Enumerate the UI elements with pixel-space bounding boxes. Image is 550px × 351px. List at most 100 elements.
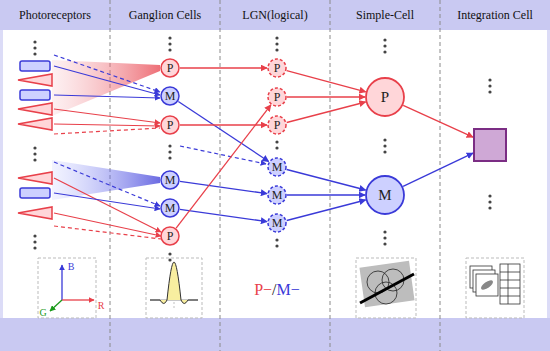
connector — [287, 200, 366, 221]
icon-frame — [356, 258, 416, 318]
receptor-wire — [54, 128, 160, 134]
column-header: Photoreceptors — [19, 9, 91, 21]
lgn-cell: P — [267, 58, 287, 78]
ellipsis-dots — [33, 40, 36, 43]
dog-profile — [150, 262, 198, 310]
column-header: Ganglion Cells — [129, 9, 201, 21]
rod-photoreceptor — [20, 90, 50, 100]
cell-label: M — [165, 202, 176, 214]
connector — [287, 71, 366, 92]
pathway-label: P− — [254, 282, 272, 298]
ellipsis-dots — [275, 140, 278, 143]
feature-stack-icon — [500, 272, 520, 273]
ellipsis-dots — [383, 138, 386, 141]
connector — [176, 105, 271, 228]
connector — [180, 124, 267, 125]
connector — [287, 194, 365, 195]
cell-label: P — [167, 230, 174, 242]
cone-photoreceptor — [18, 207, 52, 219]
column-header: LGN(logical) — [242, 9, 307, 21]
connector — [180, 67, 267, 68]
feature-stack-icon — [508, 264, 509, 304]
ganglion-cell-shape — [161, 171, 179, 189]
icon-frame — [38, 258, 96, 318]
column-header: Integration Cell — [457, 9, 533, 21]
receptive-fan — [52, 160, 160, 200]
cell-label: P — [167, 119, 174, 131]
connector — [178, 102, 268, 162]
rod-photoreceptor — [20, 188, 50, 198]
ellipsis-dots — [168, 258, 171, 261]
integration-cell — [473, 128, 507, 162]
connector — [287, 96, 365, 97]
feature-stack-icon — [470, 264, 520, 304]
header-band — [0, 30, 3, 318]
connector — [403, 153, 473, 186]
lgn-cell-shape — [268, 88, 286, 106]
ellipsis-dots — [383, 236, 386, 239]
lgn-cell-shape — [268, 186, 286, 204]
receptor-wire — [54, 95, 160, 98]
lgn-cell-shape — [268, 59, 286, 77]
simple-cell-shape — [366, 176, 404, 214]
ellipsis-dots — [275, 36, 278, 39]
ellipsis-dots — [168, 156, 171, 159]
oriented-field-icon — [359, 261, 414, 308]
cell-label: P — [274, 62, 281, 74]
connector — [180, 181, 267, 193]
ellipsis-dots — [33, 152, 36, 155]
header-band — [0, 318, 550, 351]
ellipsis-dots — [33, 52, 36, 55]
oriented-field-icon — [359, 261, 414, 308]
rod-photoreceptor — [20, 61, 50, 71]
ganglion-cell: P — [160, 58, 180, 78]
ellipsis-dots — [168, 48, 171, 51]
feature-stack-icon — [500, 296, 520, 297]
lgn-cell: P — [267, 115, 287, 135]
ellipsis-dots — [488, 84, 491, 87]
receptor-wire — [54, 124, 160, 126]
ganglion-cell: M — [160, 86, 180, 106]
ellipsis-dots — [488, 200, 491, 203]
ganglion-cell: M — [160, 170, 180, 190]
feature-stack-icon — [500, 288, 520, 289]
ganglion-cell-shape — [161, 87, 179, 105]
ellipsis-dots — [33, 46, 36, 49]
receptor-wire — [54, 213, 161, 236]
cell-label: M — [165, 174, 176, 186]
header-band — [0, 0, 550, 30]
cell-label: P — [274, 119, 281, 131]
column-separator — [220, 0, 221, 351]
ellipsis-dots — [488, 194, 491, 197]
ganglion-cell-shape — [161, 59, 179, 77]
ganglion-cell-shape — [161, 116, 179, 134]
feature-stack-icon — [476, 274, 498, 296]
simple-cell: P — [365, 77, 405, 117]
ellipsis-dots — [168, 42, 171, 45]
axis-label: B — [68, 262, 75, 272]
receptor-wire — [54, 66, 160, 95]
ganglion-cell-shape — [161, 199, 179, 217]
connector — [287, 170, 366, 191]
receptor-wire — [54, 55, 266, 239]
ellipsis-dots — [33, 240, 36, 243]
ellipsis-dots — [383, 38, 386, 41]
cell-label: M — [272, 217, 283, 229]
ellipsis-dots — [275, 42, 278, 45]
icon-frame — [38, 258, 524, 318]
ellipsis-dots — [33, 158, 36, 161]
ganglion-cell: P — [160, 226, 180, 246]
column-separator — [110, 0, 440, 351]
header-band — [547, 30, 550, 318]
receptive-fan — [52, 60, 160, 116]
cone-photoreceptor — [18, 74, 52, 86]
lgn-cell: M — [267, 157, 287, 177]
ellipsis-dots — [168, 36, 171, 39]
feature-stack-icon — [500, 264, 520, 304]
ellipsis-dots — [383, 44, 386, 47]
pathway-label: / — [272, 282, 276, 298]
ellipsis-dots — [33, 146, 36, 149]
ellipsis-dots — [383, 230, 386, 233]
